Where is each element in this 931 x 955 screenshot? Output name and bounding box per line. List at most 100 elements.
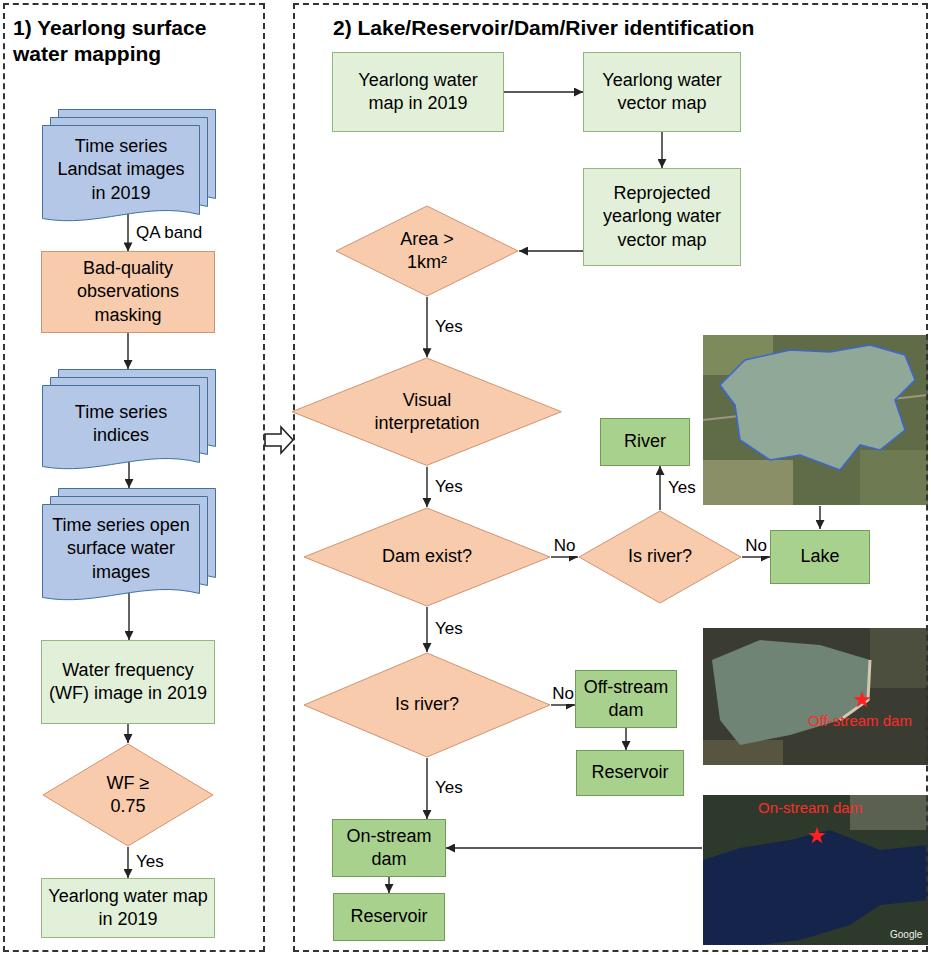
- process-box: On-stream dam: [332, 819, 446, 877]
- process-box: Yearlong water vector map: [583, 52, 741, 132]
- text-holder: Dam exist?: [303, 507, 551, 607]
- photo-arrow: [819, 506, 820, 529]
- text-block: WF ≥ 0.75: [96, 772, 160, 818]
- text-holder: Time series Landsat images in 2019: [42, 125, 200, 215]
- lake-photo: [703, 335, 928, 505]
- box-label: Bad-quality observations masking: [48, 257, 208, 326]
- text-holder: Area > 1km²: [335, 205, 519, 297]
- flow-arrow: [426, 758, 427, 819]
- text-block: Reservoir: [350, 905, 427, 928]
- flow-arrow: [504, 91, 583, 92]
- panel-heading: 1) Yearlong surface water mapping: [13, 15, 261, 66]
- text-holder: Yearlong water map in 2019: [42, 879, 214, 937]
- box-label: Off-stream dam: [582, 676, 670, 722]
- text-block: Dam exist?: [382, 545, 472, 568]
- text-holder: River: [601, 419, 689, 465]
- edge-label: Yes: [434, 619, 464, 639]
- lake-outline: [720, 345, 915, 470]
- text-block: Reservoir: [591, 761, 668, 784]
- flow-arrow: [388, 877, 389, 893]
- text-holder: 1) Yearlong surface water mapping: [13, 15, 261, 66]
- text-holder: 2) Lake/Reservoir/Dam/River identificati…: [333, 15, 913, 41]
- dam-marker-star: [808, 827, 825, 843]
- text-block: Water frequency (WF) image in 2019: [48, 659, 208, 705]
- document-sheet: [43, 386, 200, 469]
- dam-wall: [840, 660, 870, 720]
- text-block: River: [624, 430, 666, 453]
- text-block: Is river?: [628, 545, 692, 568]
- text-holder: Is river?: [578, 510, 742, 604]
- process-box: Bad-quality observations masking: [41, 251, 215, 332]
- box-label: Reservoir: [591, 761, 668, 784]
- flow-arrow: [128, 462, 129, 488]
- text-block: Yearlong water map in 2019: [48, 885, 208, 931]
- text-holder: Off-stream dam: [576, 671, 676, 727]
- flow-arrow: [742, 556, 770, 557]
- text-holder: Time series open surface water images: [42, 504, 200, 594]
- edge-label: Yes: [434, 778, 464, 798]
- text-block: Off-stream dam: [582, 676, 670, 722]
- process-box: Yearlong water map in 2019: [332, 52, 504, 132]
- text-block: Yearlong water map in 2019: [339, 69, 497, 115]
- flow-arrow: [519, 250, 583, 251]
- photo-arrow: [446, 847, 702, 848]
- edge-label: No: [744, 536, 768, 556]
- process-box: Reprojected yearlong water vector map: [583, 168, 741, 266]
- box-label: Reservoir: [350, 905, 427, 928]
- text-block: On-stream dam: [339, 825, 439, 871]
- photo-field: [703, 460, 793, 505]
- flow-arrow: [659, 466, 660, 510]
- document-sheet: [43, 505, 200, 600]
- box-label: Lake: [800, 545, 839, 568]
- text-block: Lake: [800, 545, 839, 568]
- decision-diamond: Is river?: [578, 510, 742, 604]
- text-block: Area > 1km²: [391, 228, 463, 274]
- text-block: 2) Lake/Reservoir/Dam/River identificati…: [333, 15, 913, 41]
- box-label: On-stream dam: [339, 825, 439, 871]
- edge-label: Yes: [667, 478, 697, 498]
- flow-arrow: [127, 214, 128, 251]
- edge-label: Yes: [434, 317, 464, 337]
- edge-label: Yes: [135, 852, 165, 872]
- text-holder: Time series indices: [42, 385, 200, 463]
- photo-field: [870, 628, 928, 688]
- text-block: 1) Yearlong surface water mapping: [13, 15, 261, 66]
- text-holder: Reservoir: [334, 894, 444, 940]
- text-holder: Water frequency (WF) image in 2019: [42, 641, 214, 723]
- callout-label: On-stream dam: [758, 799, 862, 817]
- map-watermark: Google: [890, 929, 922, 941]
- diamond-shape: [336, 206, 518, 296]
- reservoir-water: [703, 830, 928, 945]
- diamond-outline: [42, 743, 214, 847]
- flow-arrow: [127, 724, 128, 743]
- text-block: Bad-quality observations masking: [48, 257, 208, 326]
- block-arrow: [265, 427, 293, 453]
- flow-arrow: [625, 728, 626, 750]
- document-stack: Time series indices: [42, 369, 216, 473]
- text-holder: Yearlong water vector map: [584, 53, 740, 131]
- decision-diamond: Visual interpretation: [291, 357, 562, 466]
- text-block: Time series open surface water images: [48, 514, 194, 583]
- reservoir-water: [712, 640, 870, 745]
- text-block: Reprojected yearlong water vector map: [590, 182, 734, 251]
- text-holder: Reservoir: [577, 751, 683, 795]
- dashed-panel: Time series Landsat images in 2019Bad-qu…: [3, 3, 265, 952]
- flow-arrow: [127, 333, 128, 369]
- box-label: Time series Landsat images in 2019: [48, 135, 194, 204]
- flow-arrow: [426, 467, 427, 507]
- dam-marker-star: [853, 691, 870, 707]
- flow-arrow: [551, 556, 578, 557]
- photo-ground: [703, 795, 928, 945]
- box-label: Is river?: [395, 693, 459, 716]
- text-holder: Lake: [771, 531, 869, 583]
- process-box: Yearlong water map in 2019: [41, 878, 215, 938]
- text-block: Is river?: [395, 693, 459, 716]
- text-holder: Reprojected yearlong water vector map: [584, 169, 740, 265]
- photo-field: [860, 450, 928, 505]
- diamond-shape: [579, 511, 741, 603]
- box-label: Water frequency (WF) image in 2019: [48, 659, 208, 705]
- box-label: Yearlong water map in 2019: [339, 69, 497, 115]
- text-block: Time series indices: [48, 401, 194, 447]
- decision-diamond: Area > 1km²: [335, 205, 519, 297]
- decision-diamond: Dam exist?: [303, 507, 551, 607]
